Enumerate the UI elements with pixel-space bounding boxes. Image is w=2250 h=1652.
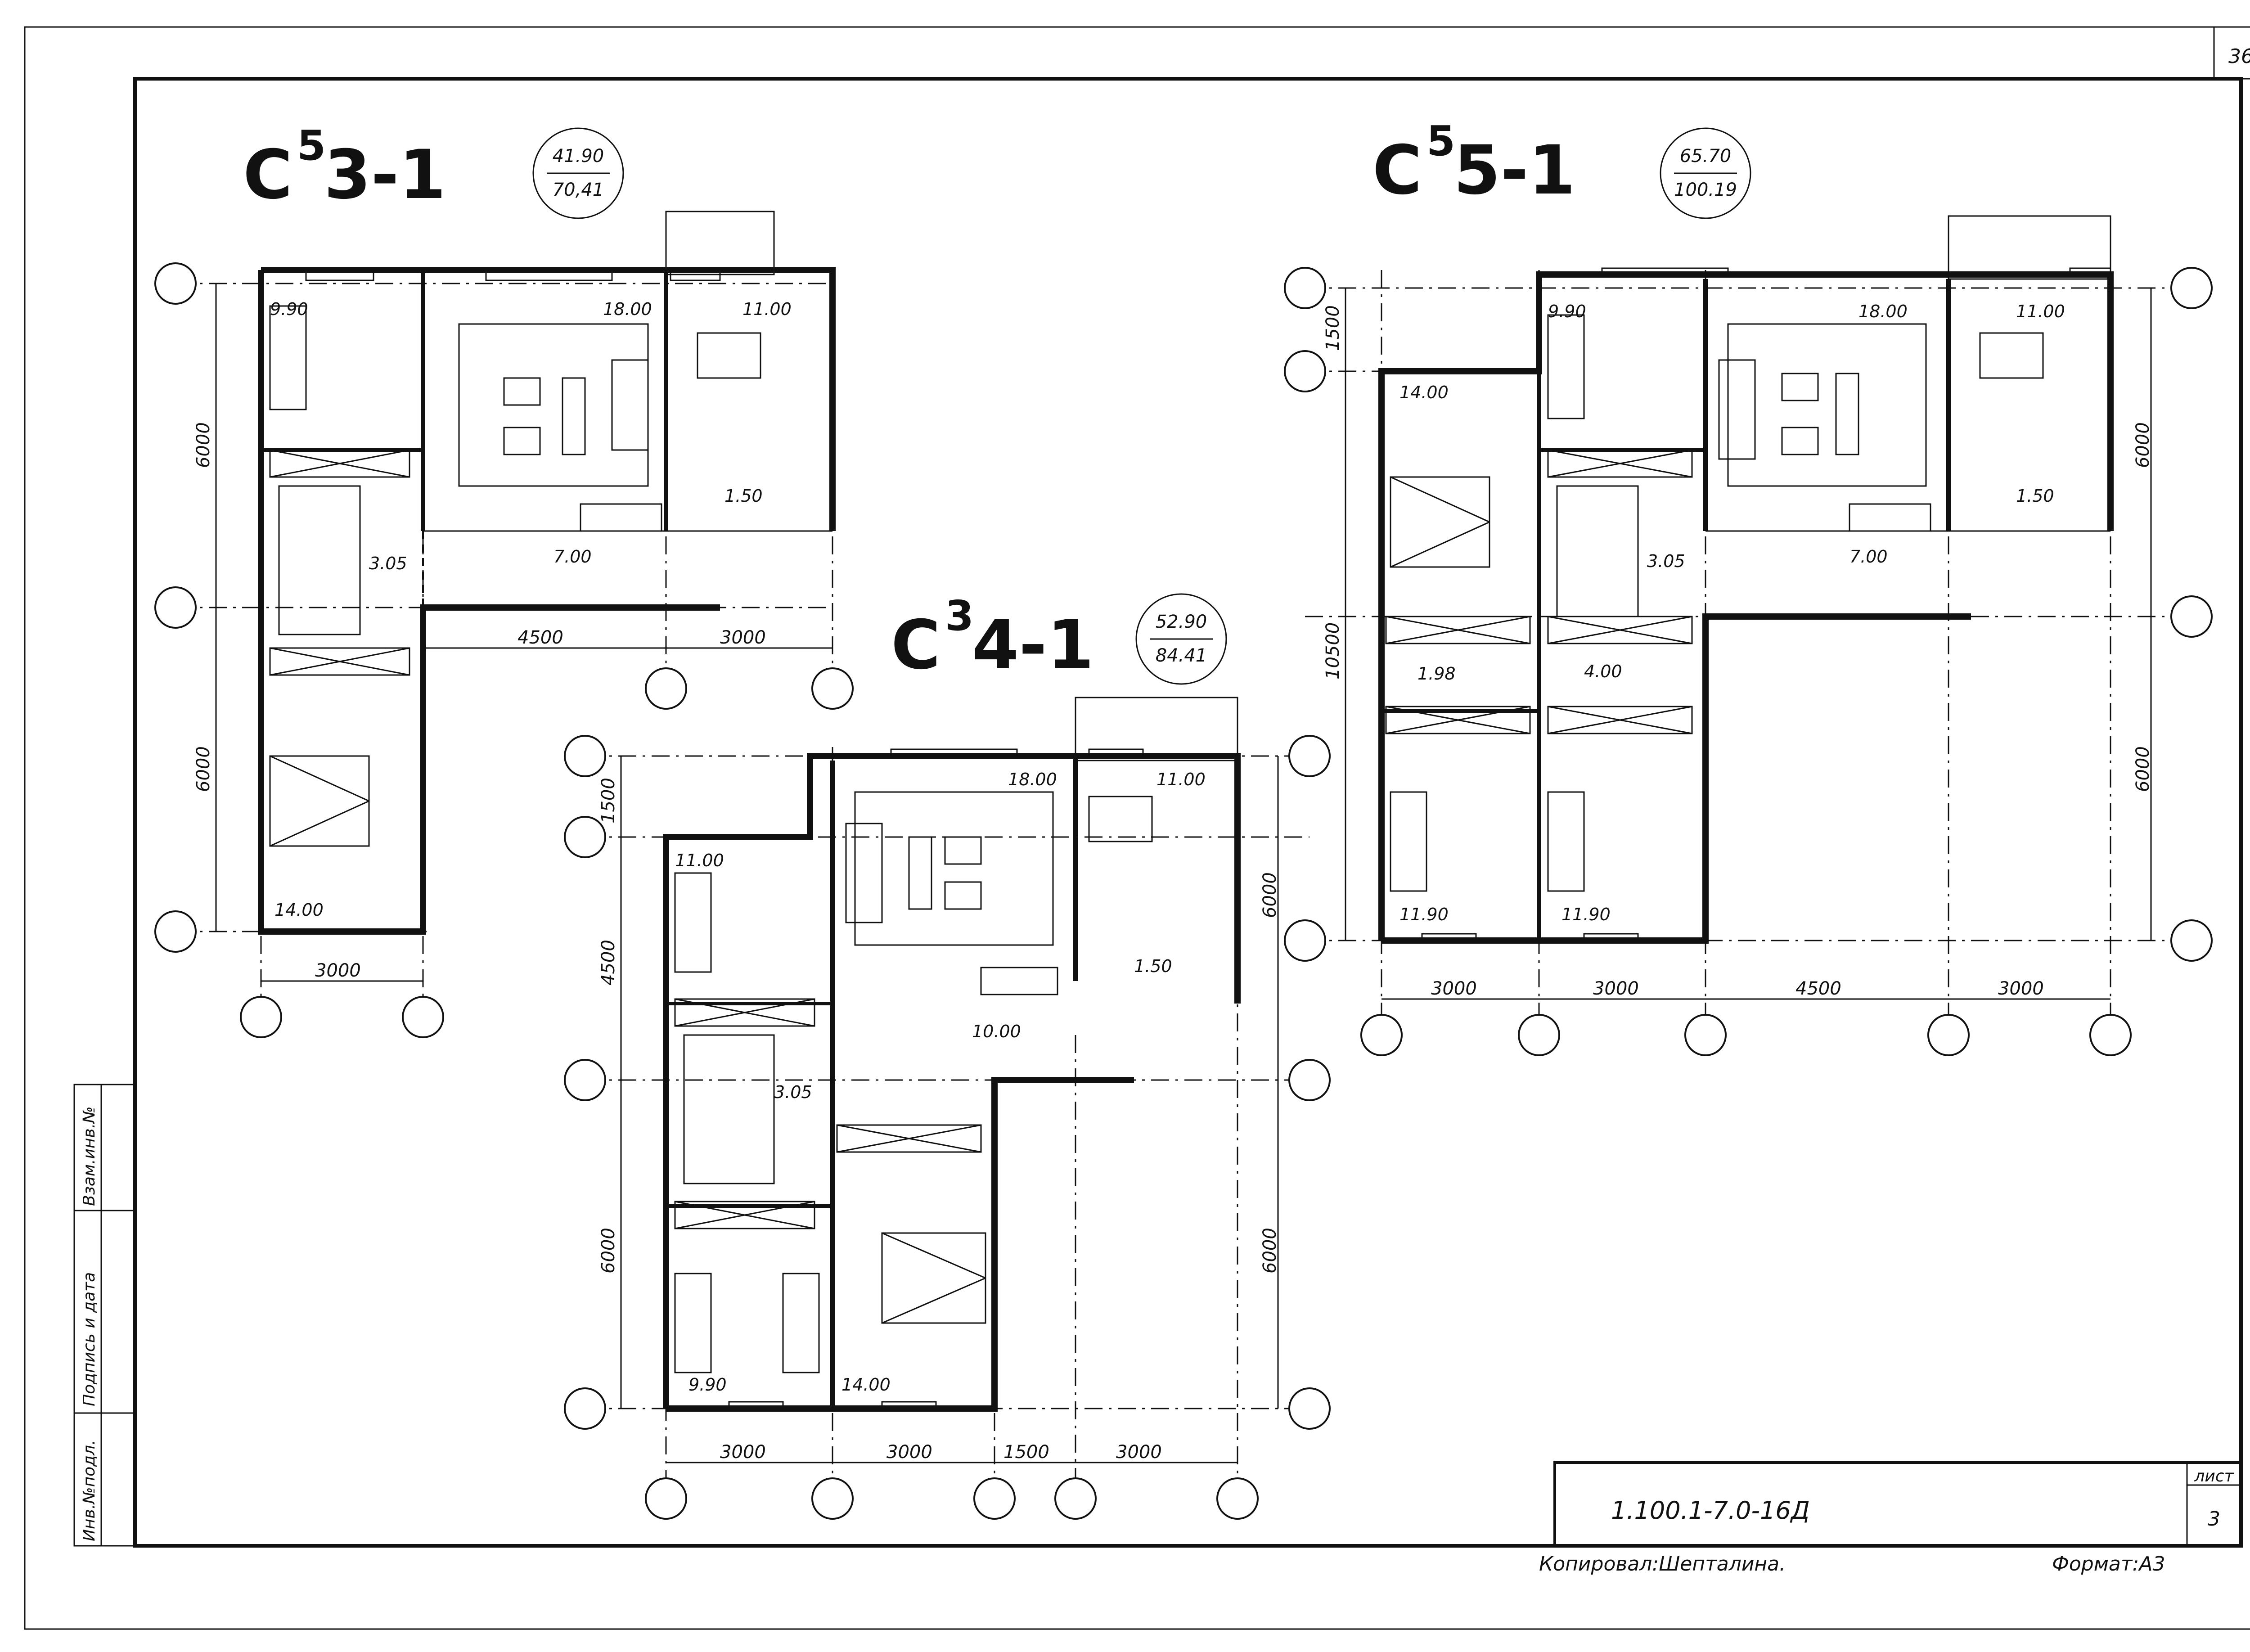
plan-c53-title: C xyxy=(243,136,292,214)
plan-c55-room-11: 11.90 xyxy=(1562,905,1611,924)
plan-c34-dim-v4: 6000 xyxy=(1260,872,1280,918)
plan-c34-room-3: 11.00 xyxy=(675,851,724,870)
plan-c34-title-rest: 4-1 xyxy=(972,606,1094,684)
plan-c34-room-7: 9.90 xyxy=(688,1375,727,1395)
plan-c53-title-rest: 3-1 xyxy=(324,136,446,214)
plan-c3-4-1: C 3 4-1 52.90 84.41 xyxy=(564,592,1331,1520)
plan-c53-area-living: 41.90 xyxy=(553,146,604,167)
plan-c53-title-sup: 5 xyxy=(297,122,326,170)
plan-c5-5-1: C 5 5-1 65.70 100.19 xyxy=(1284,117,2213,1056)
plan-c34-room-8: 14.00 xyxy=(842,1375,891,1395)
plan-c55-room-6: 7.00 xyxy=(1850,547,1888,567)
plan-c53-room-4: 1.50 xyxy=(724,486,763,506)
plan-c53-area-total: 70,41 xyxy=(553,180,604,200)
list-label: лист xyxy=(2194,1467,2234,1485)
plan-c34-room-1: 18.00 xyxy=(1008,770,1057,789)
plan-c34-title-sup: 3 xyxy=(945,592,974,640)
plan-c34-title: C xyxy=(891,606,940,684)
sheet-frame: 36 xyxy=(24,26,2250,1630)
plan-c34-dim-h3: 1500 xyxy=(1004,1442,1049,1463)
plan-c34-area-badge: 52.90 84.41 xyxy=(1135,593,1227,685)
plan-c55-area-living: 65.70 xyxy=(1680,146,1732,167)
plan-c34-room-2: 11.00 xyxy=(1156,770,1206,789)
plan-c55-dim-v1: 1500 xyxy=(1323,305,1343,351)
plan-c53-room-2: 18.00 xyxy=(603,299,652,319)
plan-c53-room-1: 9.90 xyxy=(270,299,308,319)
plan-c55-dim-v4: 6000 xyxy=(2133,746,2153,792)
stamp-replace-label: Взам.инв.№ xyxy=(80,1106,99,1206)
list-number: 3 xyxy=(2208,1508,2220,1530)
plan-c53-area-badge: 41.90 70,41 xyxy=(532,127,624,219)
plan-c55-dim-v2: 10500 xyxy=(1323,622,1343,680)
plan-c55-room-2: 18.00 xyxy=(1858,302,1908,321)
plan-c55-room-10: 11.90 xyxy=(1400,905,1449,924)
plan-c55-dim-h2: 3000 xyxy=(1593,978,1639,999)
plan-c34-dim-v5: 6000 xyxy=(1260,1228,1280,1274)
title-block: лист 3 1.100.1-7.0-16Д Копировал:Шептали… xyxy=(1539,1461,2242,1575)
plan-c55-title-rest: 5-1 xyxy=(1454,131,1575,210)
plan-c55-dim-v3: 6000 xyxy=(2133,422,2153,468)
plan-c5-3-1: C 5 3-1 41.90 70,41 xyxy=(154,122,854,1038)
plan-c34-area-total: 84.41 xyxy=(1156,645,1207,666)
paper-format: Формат:А3 xyxy=(2052,1553,2165,1575)
plan-c55-room-8: 1.98 xyxy=(1418,664,1456,684)
plan-c34-dim-h4: 3000 xyxy=(1116,1442,1162,1463)
plan-c53-dim-v1: 6000 xyxy=(193,422,214,468)
plan-c55-dim-h3: 4500 xyxy=(1796,978,1841,999)
stamp-inv-label: Инв.№подл. xyxy=(80,1440,99,1541)
plan-c55-room-7: 3.05 xyxy=(1647,551,1685,571)
plan-c53-room-5: 7.00 xyxy=(554,547,592,567)
plan-c34-dim-v2: 4500 xyxy=(598,940,619,986)
plan-c53-room-6: 3.05 xyxy=(369,554,407,573)
plan-c34-dim-v1: 1500 xyxy=(598,778,619,824)
plan-c55-room-9: 4.00 xyxy=(1584,662,1622,681)
plan-c55-area-badge: 65.70 100.19 xyxy=(1660,127,1751,219)
plan-c55-title-sup: 5 xyxy=(1426,117,1455,165)
plan-c55-dim-h1: 3000 xyxy=(1431,978,1477,999)
plan-c53-dim-h1: 4500 xyxy=(518,627,563,648)
stamp-sign-label: Подпись и дата xyxy=(80,1272,99,1406)
copied-by: Копировал:Шепталина. xyxy=(1539,1553,1786,1575)
plan-c53-dim-h2: 3000 xyxy=(720,627,766,648)
plan-c34-room-4: 1.50 xyxy=(1134,956,1172,976)
plan-c34-dim-h1: 3000 xyxy=(720,1442,766,1463)
side-stamp: Инв.№подл. Подпись и дата Взам.инв.№ xyxy=(73,1084,136,1547)
plan-c55-dim-h4: 3000 xyxy=(1998,978,2044,999)
page-number: 36 xyxy=(2228,45,2250,68)
plan-c55-room-4: 14.00 xyxy=(1400,383,1449,402)
plan-c55-area-total: 100.19 xyxy=(1674,180,1737,200)
plan-c53-room-3: 11.00 xyxy=(742,299,792,319)
plan-c53-dim-h3: 3000 xyxy=(315,960,361,981)
plan-c55-title: C xyxy=(1372,131,1422,210)
plan-c55-room-5: 1.50 xyxy=(2016,486,2054,506)
plan-c34-dim-v3: 6000 xyxy=(598,1228,619,1274)
plan-c34-room-5: 10.00 xyxy=(972,1022,1021,1041)
document-code: 1.100.1-7.0-16Д xyxy=(1611,1496,1810,1525)
plan-c34-area-living: 52.90 xyxy=(1156,612,1207,632)
plan-c34-room-6: 3.05 xyxy=(774,1082,812,1102)
plan-c34-dim-h2: 3000 xyxy=(886,1442,932,1463)
plan-c55-room-3: 11.00 xyxy=(2016,302,2065,321)
plan-c55-room-1: 9.90 xyxy=(1548,302,1586,321)
plan-c53-room-7: 14.00 xyxy=(274,900,324,920)
plan-c53-dim-v2: 6000 xyxy=(193,746,214,792)
